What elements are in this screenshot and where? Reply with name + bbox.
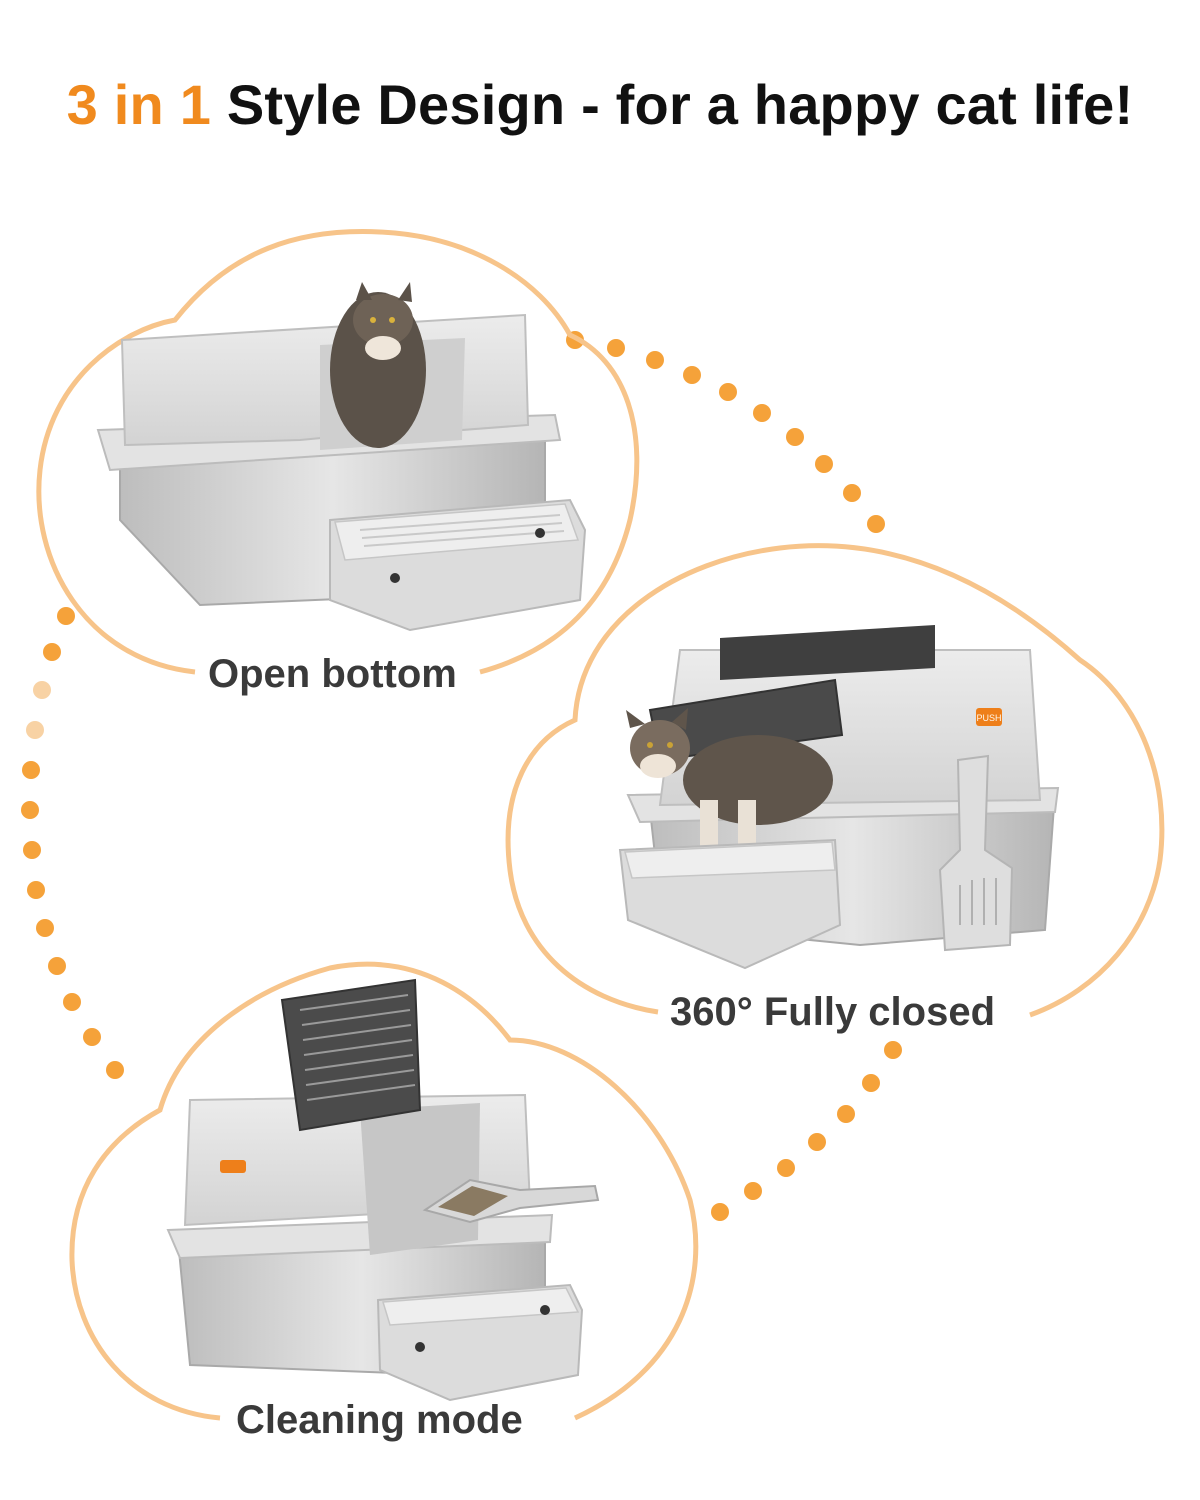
closed-litter-box-illustration: PUSH xyxy=(618,625,1060,970)
dotted-path-left xyxy=(21,607,124,1079)
push-label: PUSH xyxy=(976,713,1001,723)
dotted-path-right xyxy=(566,331,885,533)
cloud-outline-cleaning xyxy=(69,961,699,1421)
label-cleaning-mode: Cleaning mode xyxy=(236,1398,523,1442)
label-open-bottom: Open bottom xyxy=(208,652,457,696)
page-title: 3 in 1 Style Design - for a happy cat li… xyxy=(0,72,1200,137)
label-fully-closed: 360° Fully closed xyxy=(670,990,996,1034)
cleaning-litter-box-illustration xyxy=(166,978,600,1402)
title-accent: 3 in 1 xyxy=(66,73,212,136)
dotted-path-bottom xyxy=(711,1041,902,1221)
cloud-outline-closed xyxy=(505,543,1165,1018)
cloud-outline-open xyxy=(36,229,640,675)
open-litter-box-illustration xyxy=(96,282,587,632)
push-button-badge xyxy=(976,708,1002,726)
title-rest: Style Design - for a happy cat life! xyxy=(226,73,1134,136)
